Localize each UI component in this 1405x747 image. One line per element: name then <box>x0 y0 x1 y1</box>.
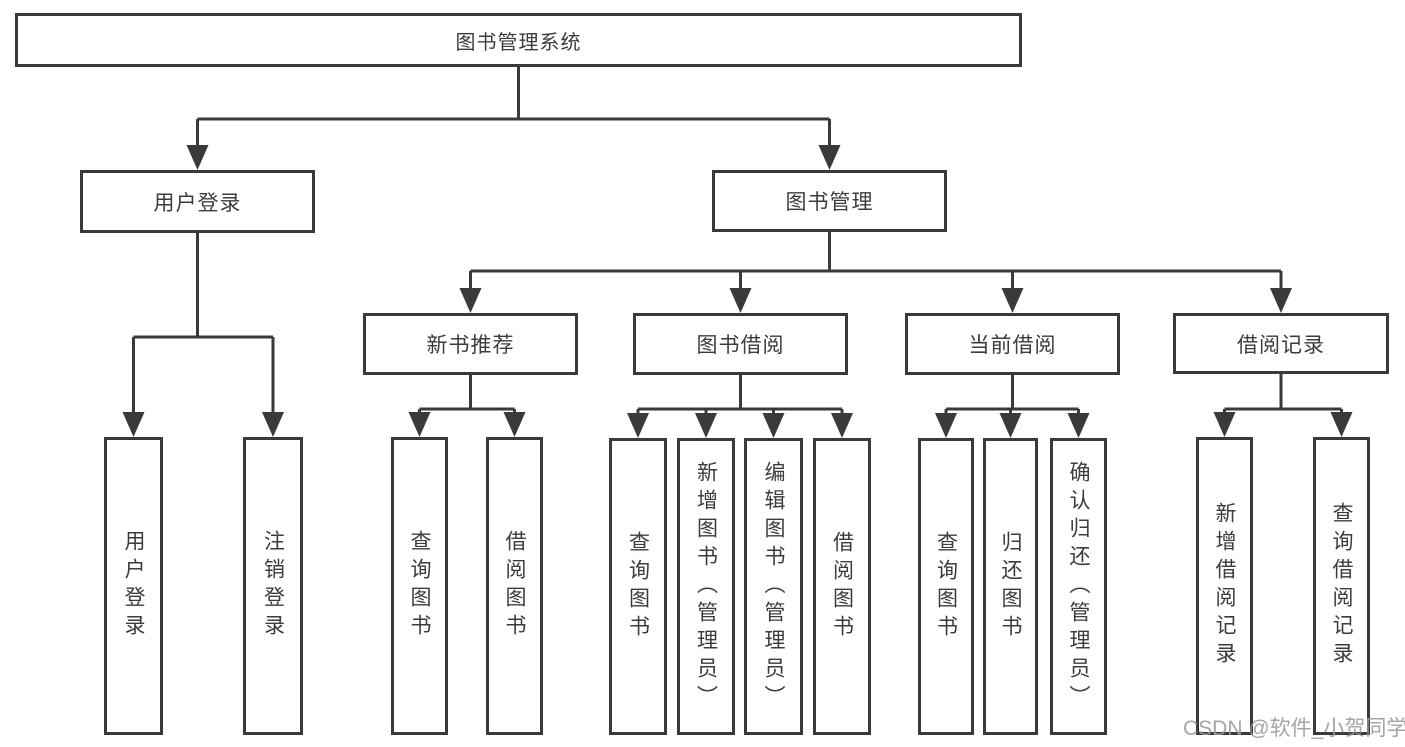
node-user-login: 用户登录 <box>80 170 315 233</box>
node-leaf-query-books-recommend: 查询图书 <box>391 437 448 735</box>
node-book-management: 图书管理 <box>712 170 947 232</box>
node-label: 借阅图书 <box>830 530 854 643</box>
node-label: 借阅记录 <box>1237 333 1325 357</box>
node-label: 新书推荐 <box>426 334 515 357</box>
node-leaf-edit-book-admin: 编辑图书（管理员） <box>744 438 803 735</box>
node-label: 新增图书（管理员） <box>694 460 718 713</box>
node-label: 借阅图书 <box>503 530 526 642</box>
node-label: 查询图书 <box>934 530 958 643</box>
node-label: 图书借阅 <box>696 334 785 357</box>
node-new-book-recommend: 新书推荐 <box>363 313 578 375</box>
node-label: 确认归还（管理员） <box>1067 460 1090 713</box>
node-leaf-query-books-borrow: 查询图书 <box>609 438 667 735</box>
node-leaf-return-book: 归还图书 <box>983 438 1038 735</box>
node-leaf-add-book-admin: 新增图书（管理员） <box>677 438 735 735</box>
node-label: 用户登录 <box>153 191 242 215</box>
node-label: 当前借阅 <box>968 334 1057 357</box>
node-book-borrow: 图书借阅 <box>633 313 848 375</box>
node-label: 归还图书 <box>999 530 1022 643</box>
node-leaf-confirm-return-admin: 确认归还（管理员） <box>1050 438 1107 735</box>
node-root-library-system: 图书管理系统 <box>15 13 1022 67</box>
node-label: 图书管理系统 <box>455 31 582 54</box>
node-label: 编辑图书（管理员） <box>762 460 785 713</box>
node-leaf-borrow-books-recommend: 借阅图书 <box>486 437 543 735</box>
watermark-text: CSDN @软件_小贺同学 <box>1183 717 1405 740</box>
node-label: 新增借阅记录 <box>1213 502 1236 670</box>
node-borrow-records: 借阅记录 <box>1173 313 1389 374</box>
node-label: 查询图书 <box>408 530 431 642</box>
node-leaf-query-borrow-record: 查询借阅记录 <box>1313 437 1370 735</box>
node-leaf-logout: 注销登录 <box>243 437 303 735</box>
node-leaf-add-borrow-record: 新增借阅记录 <box>1196 437 1253 735</box>
node-current-borrow: 当前借阅 <box>905 313 1120 375</box>
node-label: 查询借阅记录 <box>1330 502 1353 670</box>
node-label: 图书管理 <box>785 191 874 214</box>
node-leaf-query-books-current: 查询图书 <box>918 438 974 735</box>
node-label: 查询图书 <box>626 530 650 643</box>
node-leaf-user-login: 用户登录 <box>104 437 163 735</box>
node-label: 注销登录 <box>261 530 285 642</box>
node-leaf-borrow-book: 借阅图书 <box>813 438 871 735</box>
node-label: 用户登录 <box>122 530 145 642</box>
